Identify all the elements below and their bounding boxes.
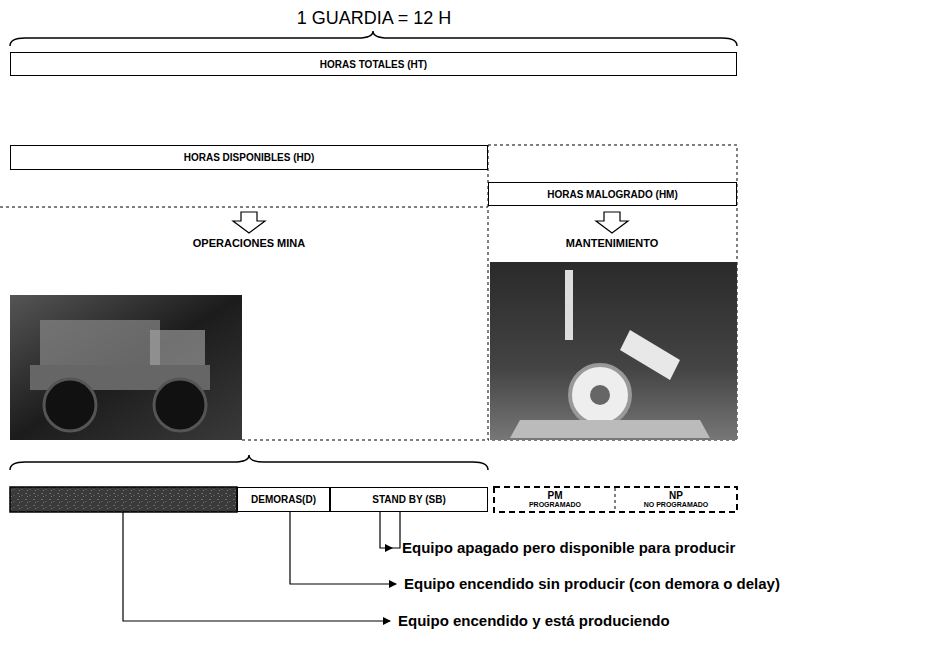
area-label: MANTENIMIENTO bbox=[566, 237, 659, 249]
callout-note: Equipo apagado pero disponible para prod… bbox=[402, 539, 735, 556]
area-label: OPERACIONES MINA bbox=[193, 237, 305, 249]
producing-bar bbox=[10, 487, 237, 512]
top-brace bbox=[10, 31, 737, 46]
total-hours-box: HORAS TOTALES (HT) bbox=[10, 52, 737, 76]
box-subtext: PROGRAMADO bbox=[529, 501, 581, 509]
leader-line bbox=[290, 512, 396, 584]
leader-line bbox=[392, 512, 400, 548]
dashed-region bbox=[488, 145, 737, 440]
unscheduled-box: NPNO PROGRAMADO bbox=[616, 488, 736, 511]
truck-photo bbox=[10, 295, 242, 440]
scheduled-box: PMPROGRAMADO bbox=[496, 488, 614, 511]
dashed-line bbox=[0, 207, 488, 208]
callout-note: Equipo encendido y está produciendo bbox=[398, 612, 670, 629]
dashed-line bbox=[242, 440, 488, 441]
leader-line bbox=[380, 512, 392, 548]
dashed-divider bbox=[615, 488, 616, 511]
box-label: HORAS MALOGRADO (HM) bbox=[547, 189, 678, 200]
leader-line bbox=[123, 512, 390, 621]
box-label: PM bbox=[548, 490, 563, 501]
box-label: STAND BY (SB) bbox=[372, 494, 446, 505]
box-label: DEMORAS(D) bbox=[251, 494, 316, 505]
callout-note: Equipo encendido sin producir (con demor… bbox=[404, 575, 780, 592]
box-subtext: NO PROGRAMADO bbox=[644, 501, 709, 509]
box-label: NP bbox=[669, 490, 683, 501]
available-hours-box: HORAS DISPONIBLES (HD) bbox=[10, 145, 488, 170]
dashed-group bbox=[494, 487, 737, 512]
shift-title: 1 GUARDIA = 12 H bbox=[297, 8, 452, 29]
delay-box: DEMORAS(D) bbox=[237, 487, 330, 512]
box-label: HORAS TOTALES (HT) bbox=[320, 59, 427, 70]
box-label: HORAS DISPONIBLES (HD) bbox=[184, 152, 315, 163]
down-arrow bbox=[233, 212, 265, 233]
down-arrow bbox=[596, 212, 628, 233]
maintenance-photo bbox=[490, 262, 737, 440]
bottom-brace bbox=[10, 455, 488, 470]
standby-box: STAND BY (SB) bbox=[330, 487, 488, 512]
breakdown-hours-box: HORAS MALOGRADO (HM) bbox=[488, 182, 737, 206]
